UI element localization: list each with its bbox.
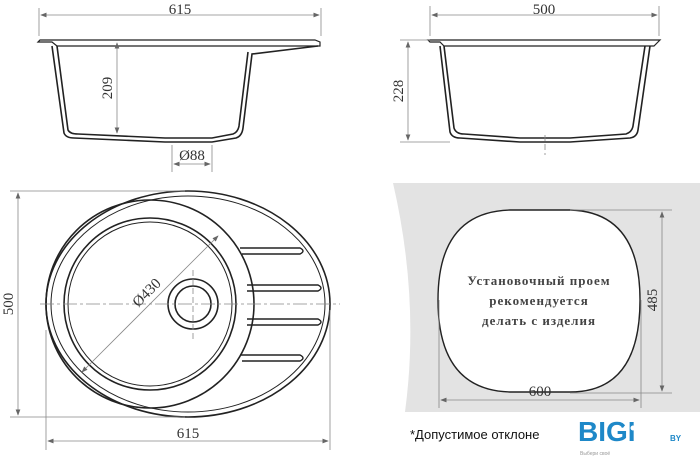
cutout-note-line-1: Установочный проем bbox=[467, 273, 610, 288]
section-view-right bbox=[426, 39, 662, 143]
depth-label-left: 209 bbox=[100, 77, 116, 100]
plan-width-label: 615 bbox=[177, 426, 200, 442]
cutout-shape bbox=[437, 209, 641, 393]
depth-label-right: 228 bbox=[391, 80, 407, 103]
cutout-width-label: 600 bbox=[529, 384, 552, 400]
logo-suffix: BY bbox=[670, 434, 682, 443]
brand-logo: BIGI BY Выбери своё bbox=[578, 416, 693, 462]
section-view-left bbox=[36, 39, 321, 143]
dimension-width-615-top bbox=[38, 8, 322, 172]
logo-text: BIGI bbox=[578, 416, 636, 447]
logo-tagline: Выбери своё bbox=[580, 451, 610, 457]
cutout-dimensions bbox=[438, 209, 672, 408]
plan-dimensions bbox=[10, 190, 340, 450]
cutout-note-line-2: рекомендуется bbox=[489, 293, 588, 308]
plan-height-label: 500 bbox=[1, 293, 17, 316]
cutout-note-line-3: делать с изделия bbox=[482, 313, 596, 328]
drain-diameter-label: Ø88 bbox=[179, 148, 205, 164]
tolerance-note: *Допустимое отклоне bbox=[410, 427, 540, 442]
cutout-height-label: 485 bbox=[645, 289, 661, 312]
width-label-top-right: 500 bbox=[533, 2, 556, 18]
width-label-top-left: 615 bbox=[169, 2, 192, 18]
logo-graphic: BIGI BY Выбери своё bbox=[578, 416, 682, 457]
bowl-diameter-label: Ø430 bbox=[130, 276, 165, 311]
dimension-right bbox=[400, 6, 660, 155]
